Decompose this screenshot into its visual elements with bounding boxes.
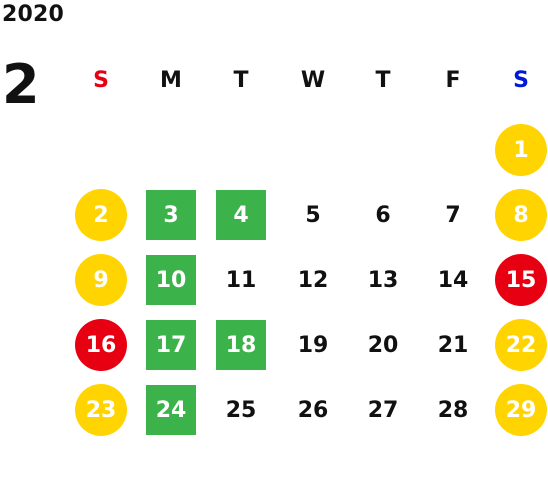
day-number: 12	[297, 267, 329, 293]
day-cell-20: 20	[357, 319, 409, 371]
weekday-header-wed: W	[300, 68, 326, 93]
day-number: 29	[505, 397, 537, 423]
day-number: 3	[163, 202, 179, 228]
day-number: 4	[233, 202, 249, 228]
weekday-header-thu: T	[375, 68, 391, 93]
day-cell-27: 27	[357, 384, 409, 436]
day-number: 21	[437, 332, 469, 358]
day-number: 22	[505, 332, 537, 358]
day-cell-14: 14	[427, 254, 479, 306]
day-number: 8	[513, 202, 529, 228]
day-cell-6: 6	[357, 189, 409, 241]
weekday-header-fri: F	[445, 68, 461, 93]
day-number: 27	[367, 397, 399, 423]
day-number: 2	[93, 202, 109, 228]
day-number: 6	[375, 202, 391, 228]
day-number: 23	[85, 397, 117, 423]
day-cell-11: 11	[215, 254, 267, 306]
day-cell-17: 17	[146, 320, 196, 370]
day-cell-23: 23	[75, 384, 127, 436]
day-cell-8: 8	[495, 189, 547, 241]
day-cell-22: 22	[495, 319, 547, 371]
weekday-header-sun: S	[93, 68, 109, 93]
day-number: 9	[93, 267, 109, 293]
weekday-header-mon: M	[160, 68, 182, 93]
day-number: 28	[437, 397, 469, 423]
day-number: 11	[225, 267, 257, 293]
day-cell-9: 9	[75, 254, 127, 306]
year-label: 2020	[2, 2, 65, 27]
day-number: 16	[85, 332, 117, 358]
day-cell-29: 29	[495, 384, 547, 436]
day-number: 18	[225, 332, 257, 358]
day-cell-16: 16	[75, 319, 127, 371]
day-number: 17	[155, 332, 187, 358]
day-cell-5: 5	[287, 189, 339, 241]
day-number: 13	[367, 267, 399, 293]
day-cell-1: 1	[495, 124, 547, 176]
day-number: 14	[437, 267, 469, 293]
day-number: 1	[513, 137, 529, 163]
day-cell-21: 21	[427, 319, 479, 371]
day-number: 5	[305, 202, 321, 228]
weekday-header-tue: T	[233, 68, 249, 93]
day-number: 10	[155, 267, 187, 293]
day-cell-3: 3	[146, 190, 196, 240]
day-number: 24	[155, 397, 187, 423]
day-cell-26: 26	[287, 384, 339, 436]
day-cell-13: 13	[357, 254, 409, 306]
day-cell-2: 2	[75, 189, 127, 241]
day-cell-28: 28	[427, 384, 479, 436]
weekday-header-sat: S	[513, 68, 529, 93]
day-number: 15	[505, 267, 537, 293]
day-cell-18: 18	[216, 320, 266, 370]
day-number: 19	[297, 332, 329, 358]
day-cell-12: 12	[287, 254, 339, 306]
day-cell-25: 25	[215, 384, 267, 436]
day-number: 7	[445, 202, 461, 228]
month-number: 2	[2, 53, 40, 116]
day-cell-7: 7	[427, 189, 479, 241]
day-cell-15: 15	[495, 254, 547, 306]
day-number: 26	[297, 397, 329, 423]
day-cell-19: 19	[287, 319, 339, 371]
day-cell-4: 4	[216, 190, 266, 240]
day-cell-24: 24	[146, 385, 196, 435]
day-number: 25	[225, 397, 257, 423]
day-cell-10: 10	[146, 255, 196, 305]
day-number: 20	[367, 332, 399, 358]
